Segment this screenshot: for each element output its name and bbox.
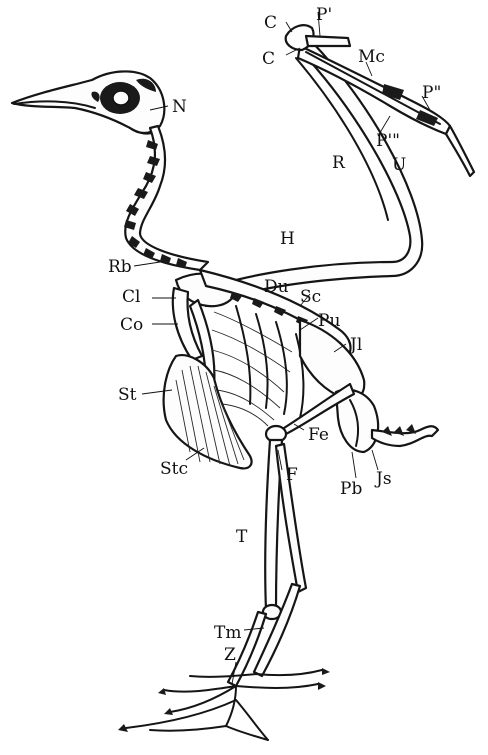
label-p-double: P" <box>422 83 441 103</box>
label-tm: Tm <box>214 623 241 643</box>
feet <box>118 668 330 740</box>
label-rb: Rb <box>108 257 132 277</box>
label-r: R <box>332 153 346 173</box>
label-h: H <box>280 229 295 249</box>
label-mc: Mc <box>358 47 385 67</box>
label-p-triple: P'" <box>376 131 400 151</box>
label-n: N <box>172 97 187 117</box>
label-fe: Fe <box>308 425 329 445</box>
sternum <box>164 355 252 468</box>
label-stc: Stc <box>160 459 188 479</box>
label-c-second: C <box>262 49 275 69</box>
label-pu: Pu <box>318 311 340 331</box>
label-cl: Cl <box>122 287 140 307</box>
label-sc: Sc <box>300 287 321 307</box>
skull <box>12 71 164 133</box>
label-pb: Pb <box>340 479 362 499</box>
label-co: Co <box>120 315 143 335</box>
cervical-vertebrae <box>124 126 208 270</box>
label-jl: Jl <box>348 335 362 355</box>
label-st: St <box>118 385 137 405</box>
label-p-prime: P' <box>316 5 332 25</box>
label-u: U <box>392 155 406 175</box>
label-z: Z <box>224 645 236 665</box>
label-t: T <box>236 527 248 547</box>
label-du: Du <box>264 277 289 297</box>
label-c-top: C <box>264 13 277 33</box>
label-f: F <box>286 465 298 485</box>
label-js: Js <box>374 469 392 489</box>
